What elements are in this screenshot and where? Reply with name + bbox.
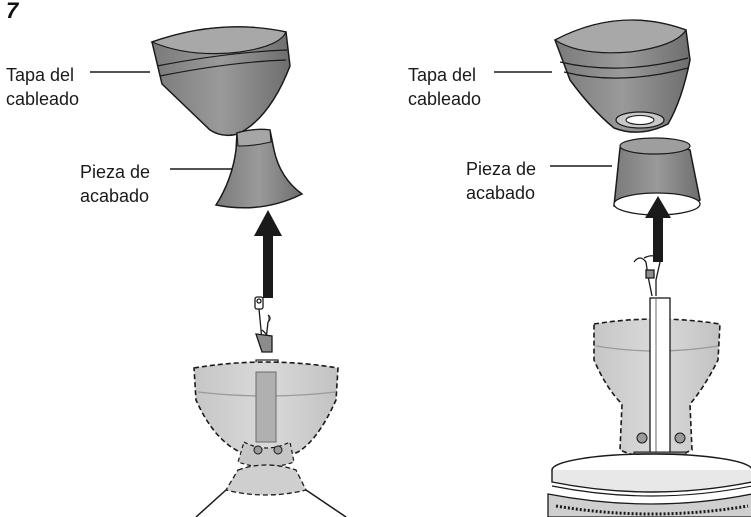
left-up-arrow: [254, 210, 282, 298]
left-trim-label-line2: acabado: [80, 186, 150, 206]
left-wiring-cap: [150, 26, 291, 137]
right-cap-label-line1: Tapa del: [408, 65, 477, 85]
right-trim-label-line2: acabado: [466, 183, 536, 203]
left-ghost-canopy: [193, 359, 347, 517]
left-cap-label-line2: cableado: [6, 89, 80, 109]
left-cap-label-line1: Tapa del: [6, 65, 75, 85]
step-number: 7: [6, 0, 19, 23]
right-wires: [633, 255, 661, 297]
right-base-plate: [547, 453, 751, 517]
right-ghost-canopy: [593, 297, 721, 465]
right-wiring-cap: [553, 19, 691, 133]
left-trim-label-line1: Pieza de: [80, 162, 151, 182]
right-trim-label-line1: Pieza de: [466, 159, 537, 179]
right-up-arrow: [645, 196, 671, 262]
left-trim-piece: [214, 128, 304, 209]
right-cap-label-line2: cableado: [408, 89, 482, 109]
left-wires: [254, 296, 273, 353]
